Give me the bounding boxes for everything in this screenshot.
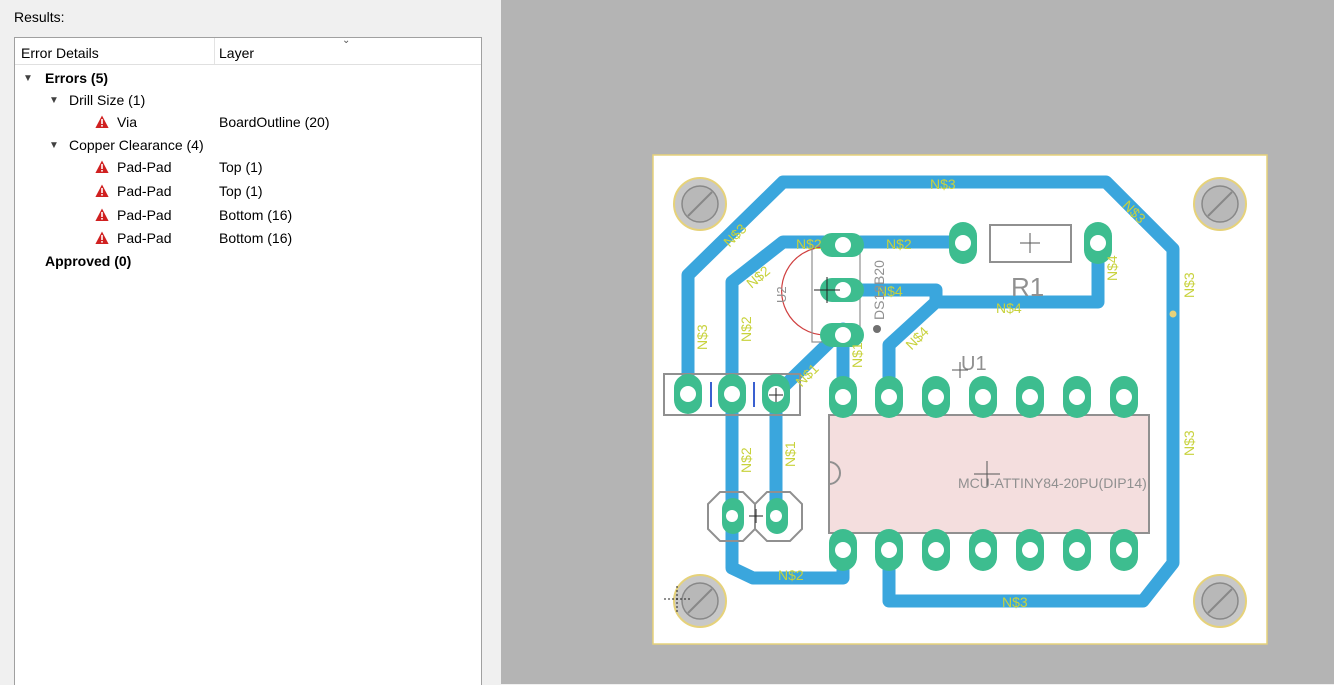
tree-header: Error Details Layer ⌄ — [15, 35, 481, 65]
error-type: Via — [117, 114, 137, 130]
mcu-pin-hole — [1022, 389, 1038, 405]
error-row[interactable]: Pad-Pad Top (1) — [15, 180, 481, 202]
error-type: Pad-Pad — [117, 230, 172, 246]
component-labels: R1 U1 U2 DS18B20 MCU-ATTINY84-20PU(DIP14… — [774, 260, 1147, 491]
net-label: N$3 — [1181, 272, 1197, 298]
errors-label: Errors (5) — [45, 70, 109, 86]
column-layer[interactable]: Layer — [219, 45, 255, 61]
warning-icon — [95, 160, 109, 173]
pcb-board-view[interactable]: N$3 N$3 N$3 N$3 N$3 N$3 N$3 N$2 N$2 N$2 … — [501, 0, 1334, 684]
results-tree[interactable]: Error Details Layer ⌄ ▼ Errors (5) ▼ Dri… — [14, 35, 482, 685]
warning-icon — [95, 184, 109, 197]
jumper-pad-outline — [707, 491, 756, 542]
error-layer: Bottom (16) — [219, 207, 293, 223]
tree-node-copper-clearance[interactable]: ▼ Copper Clearance (4) — [15, 134, 481, 156]
trace-n2 — [725, 235, 970, 401]
net-label: N$2 — [796, 236, 822, 252]
expand-arrow-icon[interactable]: ▼ — [49, 95, 59, 106]
u1-label: U1 — [961, 353, 987, 375]
group-label: Copper Clearance (4) — [69, 137, 204, 153]
mcu-pin-hole — [1069, 542, 1085, 558]
results-label: Results: — [14, 9, 65, 25]
group-label: Drill Size (1) — [69, 92, 146, 108]
error-layer: Bottom (16) — [219, 230, 293, 246]
net-label: N$3 — [930, 176, 956, 192]
warning-icon — [95, 115, 109, 128]
mcu-pin-hole — [1069, 389, 1085, 405]
tree-node-drill-size[interactable]: ▼ Drill Size (1) — [15, 89, 481, 111]
net-label: N$2 — [886, 236, 912, 252]
column-separator[interactable] — [214, 38, 215, 64]
mcu-pin-hole — [881, 389, 897, 405]
net-label: N$1 — [782, 441, 798, 467]
error-row[interactable]: Pad-Pad Bottom (16) — [15, 204, 481, 226]
pcb-canvas[interactable]: N$3 N$3 N$3 N$3 N$3 N$3 N$3 N$2 N$2 N$2 … — [501, 0, 1334, 684]
mounting-holes — [673, 177, 1247, 628]
net-label: N$4 — [1104, 255, 1120, 281]
mcu-pins — [829, 376, 1138, 571]
net-label: N$1 — [849, 342, 865, 368]
net-label: N$3 — [1181, 430, 1197, 456]
mcu-label: MCU-ATTINY84-20PU(DIP14) — [958, 475, 1147, 491]
r1-outline — [989, 224, 1072, 263]
net-label: N$2 — [738, 316, 754, 342]
pads — [674, 222, 1112, 534]
r1-label: R1 — [1011, 272, 1044, 302]
column-error-details[interactable]: Error Details — [21, 45, 99, 61]
mcu-pin-hole — [975, 542, 991, 558]
expand-arrow-icon[interactable]: ▼ — [23, 73, 33, 84]
markers — [664, 277, 1180, 612]
sensor-label: DS18B20 — [871, 260, 887, 320]
mcu-pin-hole — [928, 542, 944, 558]
sort-chevron-icon: ⌄ — [342, 35, 351, 46]
mcu-pin-hole — [835, 389, 851, 405]
error-layer: Top (1) — [219, 183, 263, 199]
via-icon — [1166, 307, 1180, 321]
drc-results-panel: Results: Error Details Layer ⌄ ▼ Errors … — [0, 0, 501, 685]
mcu-pin-hole — [1116, 389, 1132, 405]
mcu-pin-hole — [1116, 542, 1132, 558]
u2-label: U2 — [774, 286, 789, 303]
net-label: N$4 — [996, 300, 1022, 316]
mcu-pin-hole — [881, 542, 897, 558]
trace-n3 — [681, 175, 1180, 608]
mcu-pin-hole — [928, 389, 944, 405]
mcu-pin-hole — [835, 542, 851, 558]
net-label: N$2 — [738, 447, 754, 473]
tree-node-approved[interactable]: Approved (0) — [15, 250, 481, 272]
warning-icon — [95, 208, 109, 221]
net-label: N$2 — [778, 567, 804, 583]
error-type: Pad-Pad — [117, 207, 172, 223]
mcu-pin-hole — [1022, 542, 1038, 558]
error-layer: BoardOutline (20) — [219, 114, 330, 130]
error-layer: Top (1) — [219, 159, 263, 175]
error-row[interactable]: Pad-Pad Bottom (16) — [15, 227, 481, 249]
error-type: Pad-Pad — [117, 183, 172, 199]
expand-arrow-icon[interactable]: ▼ — [49, 140, 59, 151]
net-label: N$3 — [1002, 594, 1028, 610]
net-label: N$4 — [877, 283, 903, 299]
warning-icon — [95, 231, 109, 244]
error-row[interactable]: Via BoardOutline (20) — [15, 111, 481, 133]
error-row[interactable]: Pad-Pad Top (1) — [15, 156, 481, 178]
error-type: Pad-Pad — [117, 159, 172, 175]
mcu-pin-hole — [975, 389, 991, 405]
approved-label: Approved (0) — [45, 253, 132, 269]
net-label: N$3 — [694, 324, 710, 350]
tree-node-errors[interactable]: ▼ Errors (5) — [15, 67, 481, 89]
